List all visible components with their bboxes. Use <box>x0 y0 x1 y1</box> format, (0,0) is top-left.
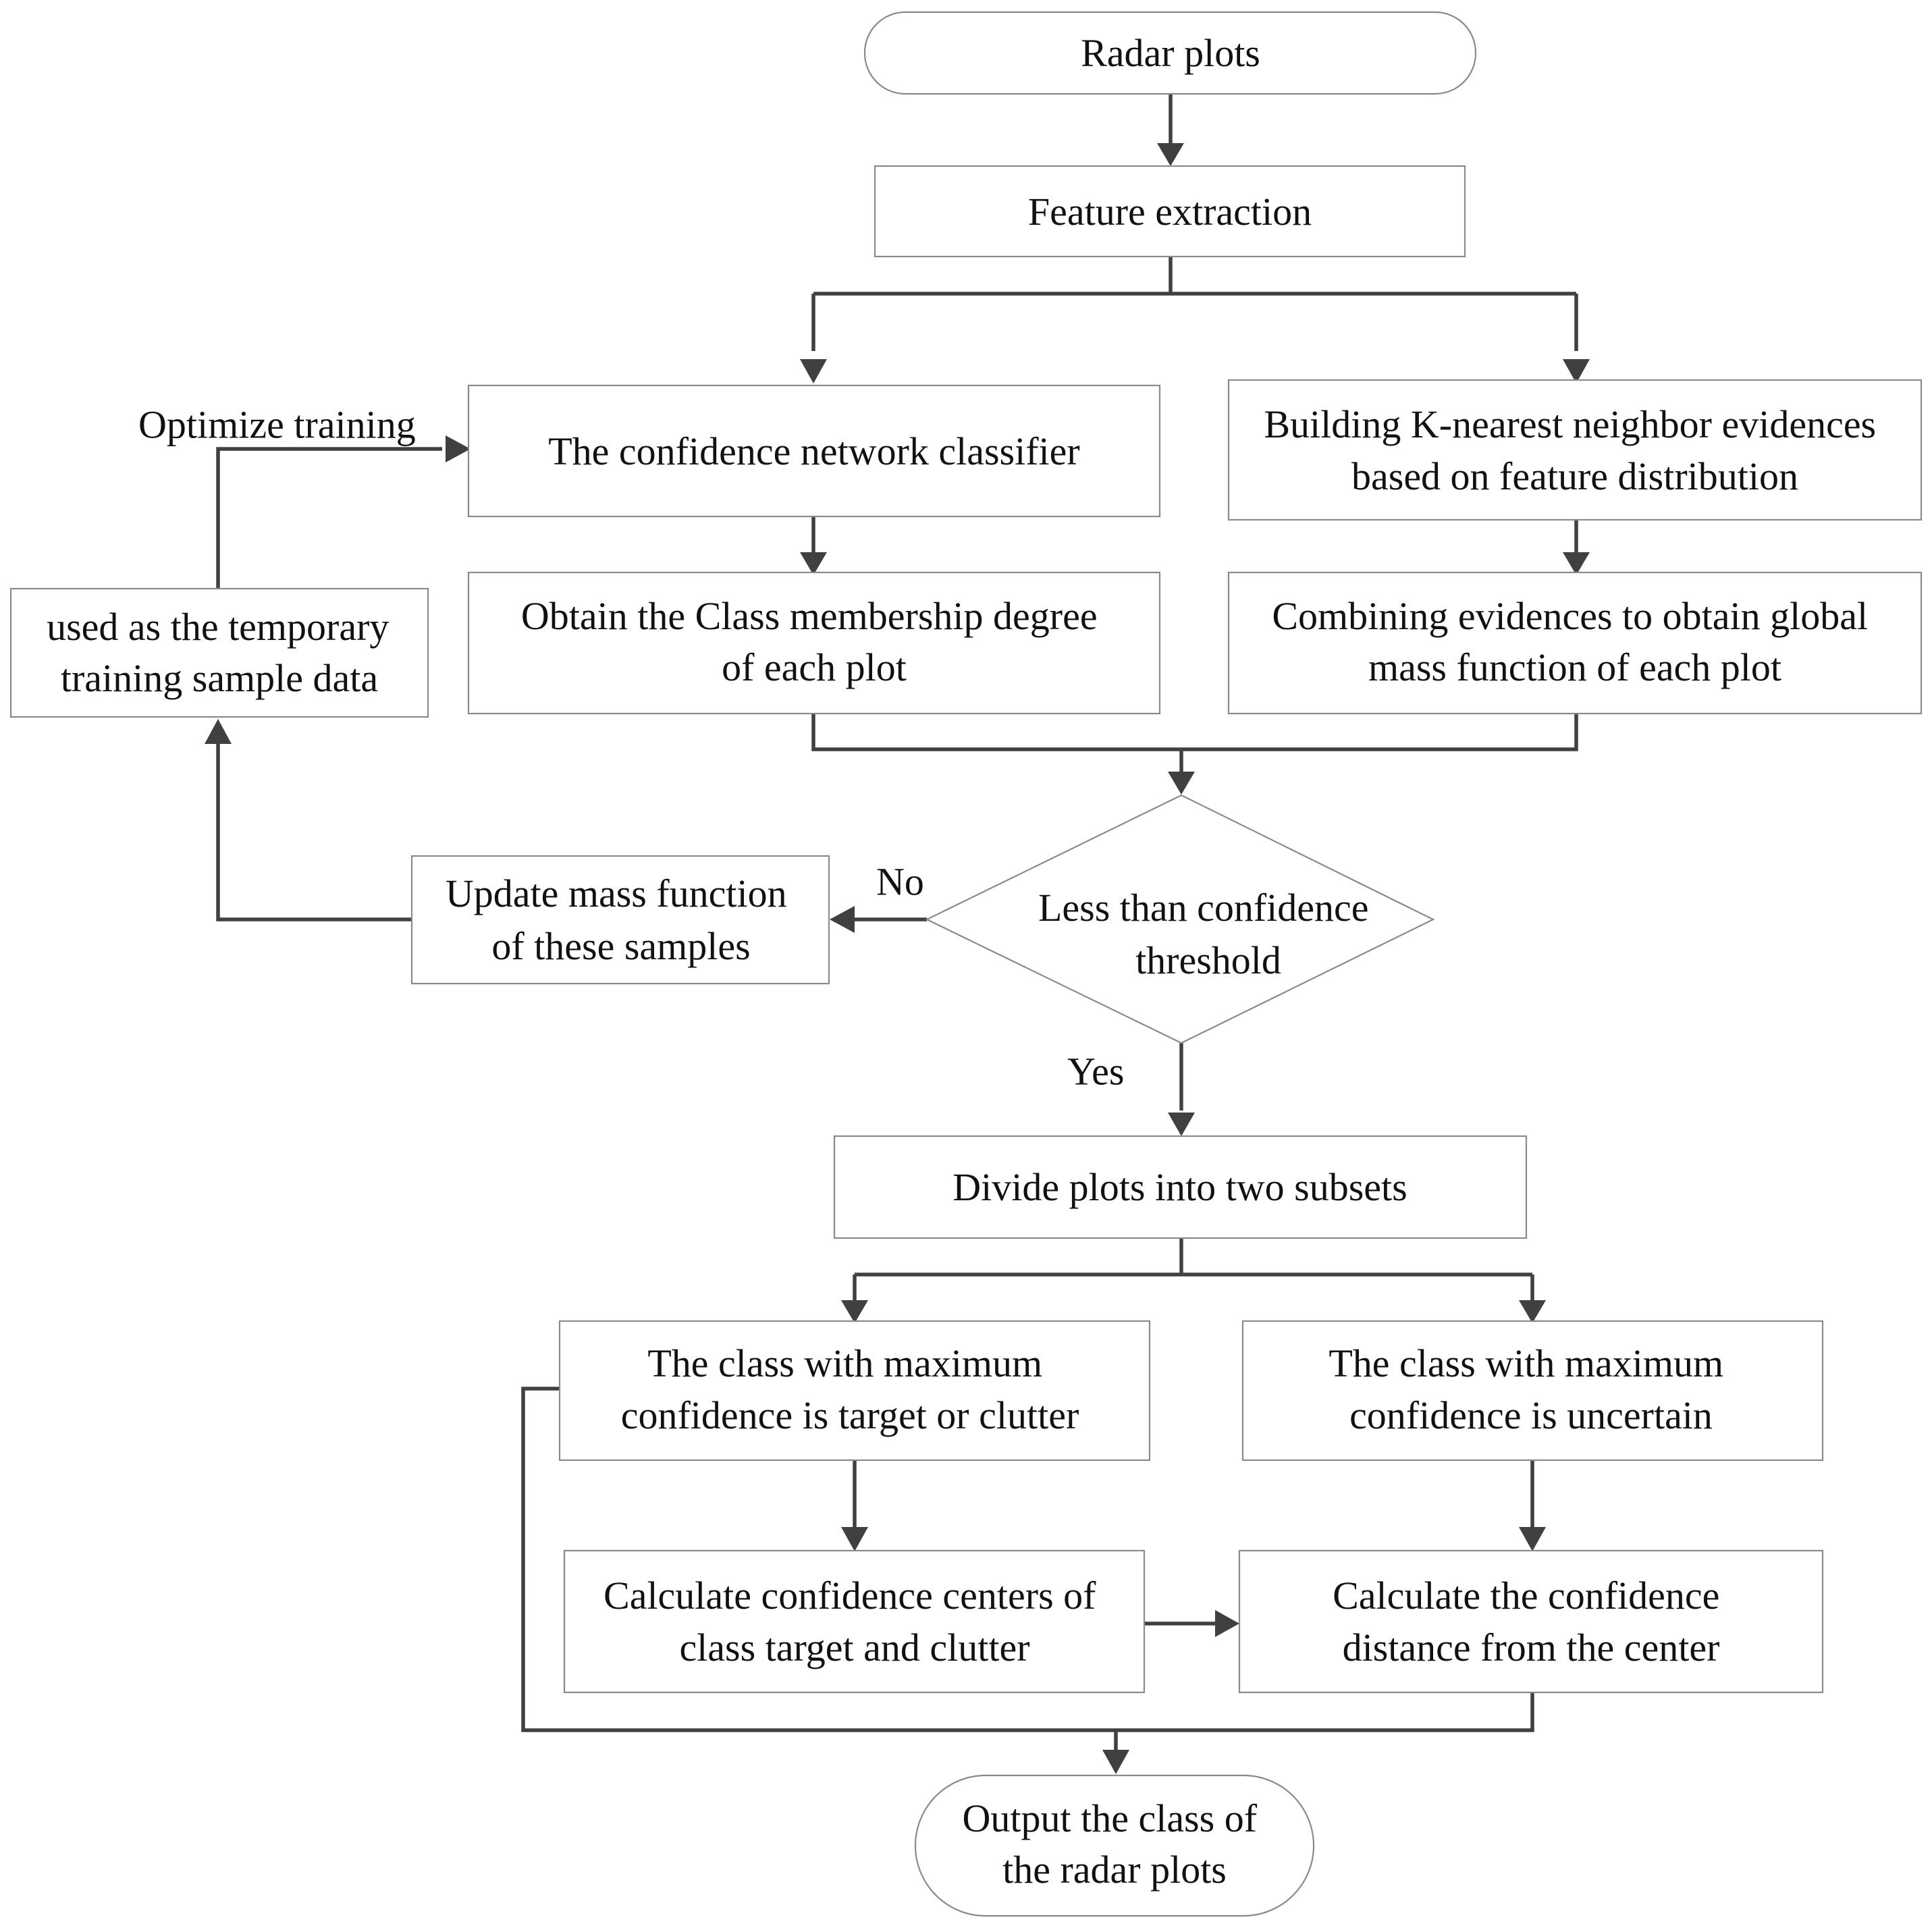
process-box <box>1227 571 1923 715</box>
node-feature-extraction: Feature extraction <box>874 165 1466 258</box>
process-box <box>467 384 1161 518</box>
node-max-confidence-uncertain: The class with maximum confidence is unc… <box>1241 1320 1824 1462</box>
process-box <box>558 1320 1151 1462</box>
node-line: used as the temporary <box>47 605 389 649</box>
node-text: Radar plots <box>1081 31 1260 75</box>
node-divide-subsets: Divide plots into two subsets <box>833 1135 1528 1239</box>
node-text: Feature extraction <box>1028 190 1312 234</box>
edge-feature-split <box>811 257 1578 351</box>
edge-update-to-temp <box>216 739 412 921</box>
node-text: Combining evidences to obtain global mas… <box>1272 594 1877 689</box>
node-line: The class with maximum <box>647 1341 1042 1385</box>
process-box <box>467 571 1161 715</box>
process-box <box>410 855 830 985</box>
arrow-head-to-temp <box>205 719 232 744</box>
node-line: based on feature distribution <box>1351 454 1798 498</box>
node-line: threshold <box>1135 938 1281 982</box>
arrow-head-to-combine <box>1563 552 1590 575</box>
node-text: The class with maximum confidence is unc… <box>1329 1341 1733 1437</box>
node-text: used as the temporary training sample da… <box>47 605 399 700</box>
process-box <box>833 1135 1528 1239</box>
connectors <box>216 94 1578 1752</box>
arrow-head-to-maxuncertain <box>1519 1300 1546 1323</box>
edge-divide-split <box>853 1238 1534 1306</box>
node-temporary-training-data: used as the temporary training sample da… <box>9 587 429 718</box>
decision-diamond <box>925 794 1435 1044</box>
terminal-shape <box>863 11 1477 95</box>
edge-merge-to-decision <box>811 714 1578 773</box>
node-confidence-distance: Calculate the confidence distance from t… <box>1238 1549 1824 1694</box>
node-text: Output the class of the radar plots <box>962 1796 1266 1892</box>
node-line: confidence is uncertain <box>1349 1393 1713 1437</box>
node-line: The confidence network classifier <box>548 429 1079 473</box>
node-line: Calculate confidence centers of <box>603 1574 1096 1617</box>
node-text: The confidence network classifier <box>548 429 1079 473</box>
node-text: Divide plots into two subsets <box>952 1165 1407 1209</box>
node-line: training sample data <box>61 656 378 700</box>
node-text: Building K-nearest neighbor evidences ba… <box>1264 402 1885 498</box>
arrow-head-to-classifier-optimize <box>446 435 471 462</box>
node-line: Output the class of <box>962 1796 1257 1840</box>
arrow-head-to-maxtarget <box>841 1300 868 1323</box>
edge-temp-optimize-training <box>216 447 442 589</box>
arrow-head-to-output <box>1102 1750 1129 1774</box>
arrow-head-to-feature <box>1157 143 1184 166</box>
process-box <box>1238 1549 1824 1694</box>
arrow-head-to-centers <box>841 1527 868 1551</box>
process-box <box>1241 1320 1824 1462</box>
edge-label-yes: Yes <box>1067 1050 1124 1094</box>
node-line: Less than confidence <box>1038 886 1369 930</box>
process-box <box>9 587 429 718</box>
node-line: of these samples <box>491 924 750 968</box>
terminal-shape <box>914 1774 1315 1917</box>
node-line: distance from the center <box>1343 1626 1720 1669</box>
node-text: The class with maximum confidence is tar… <box>621 1341 1079 1437</box>
arrow-head-to-decision <box>1168 772 1195 795</box>
edge-bypass-to-output <box>521 1387 1534 1752</box>
arrow-heads <box>205 143 1590 1774</box>
node-line: Combining evidences to obtain global <box>1272 594 1868 638</box>
node-class-membership: Obtain the Class membership degree of ea… <box>467 571 1161 715</box>
node-line: Calculate the confidence <box>1333 1574 1719 1617</box>
arrow-head-to-knn <box>1563 359 1590 383</box>
node-line: Feature extraction <box>1028 190 1312 234</box>
node-confidence-centers: Calculate confidence centers of class ta… <box>563 1549 1146 1694</box>
node-update-mass-function: Update mass function of these samples <box>410 855 830 985</box>
node-confidence-network-classifier: The confidence network classifier <box>467 384 1161 518</box>
node-knn-evidences: Building K-nearest neighbor evidences ba… <box>1227 379 1923 521</box>
node-line: Divide plots into two subsets <box>952 1165 1407 1209</box>
node-line: Building K-nearest neighbor evidences <box>1264 402 1876 446</box>
node-text: Calculate confidence centers of class ta… <box>603 1574 1106 1669</box>
node-text: Update mass function of these samples <box>446 872 797 968</box>
node-text: Less than confidence threshold <box>1038 886 1378 982</box>
node-line: class target and clutter <box>679 1626 1029 1669</box>
arrow-head-to-distance <box>1519 1527 1546 1551</box>
node-line: Update mass function <box>446 872 787 915</box>
process-box <box>874 165 1466 258</box>
node-text: Obtain the Class membership degree of ea… <box>521 594 1107 689</box>
node-line: mass function of each plot <box>1368 645 1781 689</box>
node-line: confidence is target or clutter <box>621 1393 1079 1437</box>
edge-label-no: No <box>876 860 924 904</box>
arrow-head-to-divide <box>1168 1113 1195 1136</box>
node-line: Obtain the Class membership degree <box>521 594 1098 638</box>
arrow-head-to-classifier <box>800 359 827 383</box>
node-line: The class with maximum <box>1329 1341 1723 1385</box>
node-confidence-threshold-decision: Less than confidence threshold <box>925 794 1435 1044</box>
node-max-confidence-target-clutter: The class with maximum confidence is tar… <box>558 1320 1151 1462</box>
arrow-head-to-membership <box>800 552 827 575</box>
node-combining-evidences: Combining evidences to obtain global mas… <box>1227 571 1923 715</box>
node-line: Radar plots <box>1081 31 1260 75</box>
node-radar-plots: Radar plots <box>863 11 1477 95</box>
edge-label-optimize-training: Optimize training <box>138 403 416 447</box>
process-box <box>1227 379 1923 521</box>
arrow-head-to-distance-side <box>1215 1610 1239 1637</box>
process-box <box>563 1549 1146 1694</box>
node-line: of each plot <box>722 645 907 689</box>
node-text: Calculate the confidence distance from t… <box>1333 1574 1729 1669</box>
arrow-head-to-update <box>830 906 855 933</box>
node-output-class: Output the class of the radar plots <box>914 1774 1315 1917</box>
node-line: the radar plots <box>1002 1848 1227 1892</box>
